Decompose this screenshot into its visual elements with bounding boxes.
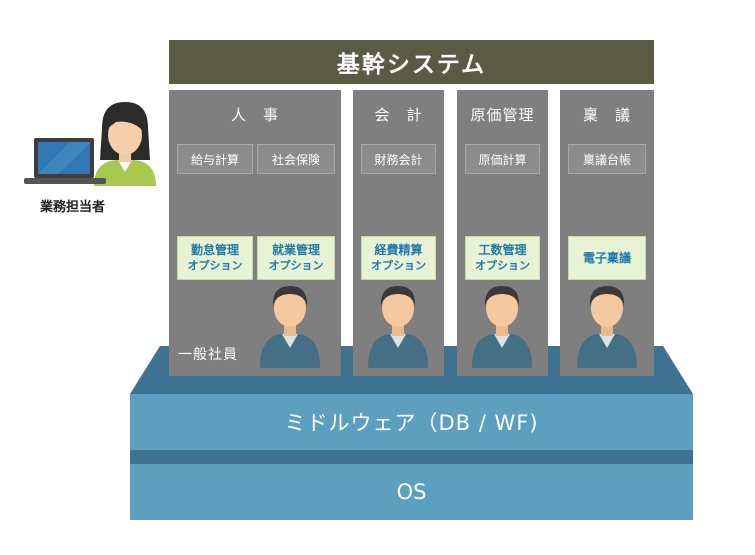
column-cost: 原価管理 原価計算 工数管理 オプション [457,90,548,376]
general-employee-label: 一般社員 [178,347,238,363]
os-top-face [130,450,693,464]
middleware-layer: ミドルウェア（DB / WF) [130,394,693,450]
module-payroll: 給与計算 [177,144,253,174]
column-accounting-title: 会 計 [374,106,423,124]
option-man-hours: 工数管理 オプション [465,236,540,280]
option-man-hours-line1: 工数管理 [478,243,527,257]
module-cost-calculation: 原価計算 [465,144,540,174]
option-attendance-line1: 勤怠管理 [190,243,239,257]
os-layer: OS [130,464,693,520]
person-in-charge-illustration [24,102,156,186]
option-expense: 経費精算 オプション [361,236,436,280]
column-cost-title: 原価管理 [470,106,535,124]
option-expense-line1: 経費精算 [374,243,423,257]
option-work-management-line1: 就業管理 [271,243,320,257]
column-hr-title: 人 事 [230,106,279,124]
option-work-management: 就業管理 オプション [257,236,335,280]
option-e-approval-line1: 電子稟議 [582,251,631,265]
option-e-approval: 電子稟議 [568,236,646,280]
option-expense-line2: オプション [371,259,426,272]
option-man-hours-line2: オプション [475,259,530,272]
column-hr: 人 事 給与計算 社会保険 勤怠管理 オプション 就業管理 オプション [169,90,341,376]
module-approval-ledger: 稟議台帳 [568,144,646,174]
module-social-insurance: 社会保険 [257,144,335,174]
option-work-management-line2: オプション [268,259,324,272]
employee-icon-hr [260,286,320,368]
module-financial-accounting: 財務会計 [361,144,436,174]
option-attendance-line2: オプション [187,259,243,272]
employee-icon-cost [472,286,532,368]
employee-icon-approval [577,286,637,368]
core-system-banner: 基幹システム [169,40,654,84]
employee-icon-accounting [368,286,428,368]
person-in-charge-label: 業務担当者 [40,200,106,215]
column-approval-title: 稟 議 [582,106,631,124]
option-attendance: 勤怠管理 オプション [177,236,253,280]
